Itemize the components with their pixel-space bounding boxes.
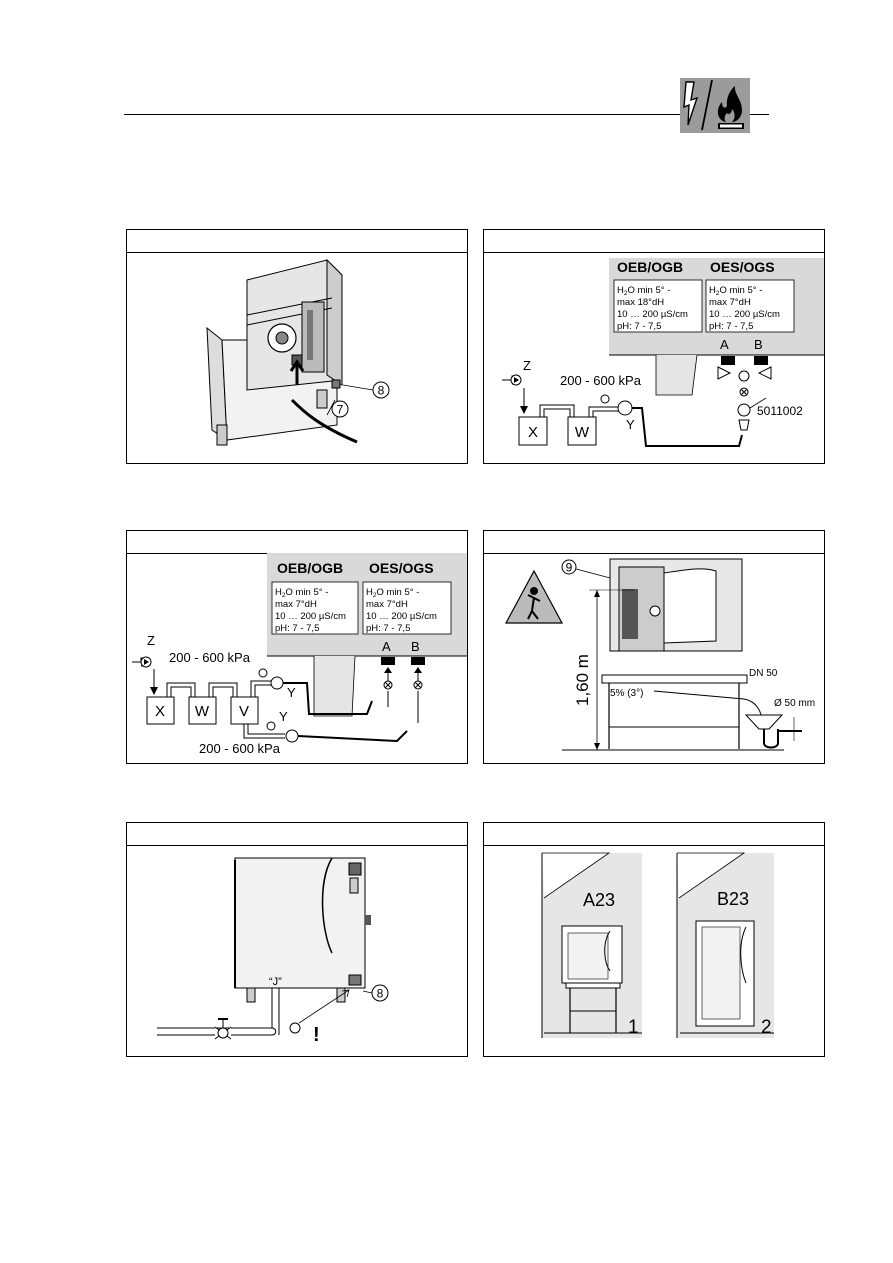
label-b: B <box>754 337 763 352</box>
warning-mark: ! <box>313 1024 320 1046</box>
spec-left-hardness-max: max 18°dH <box>617 297 664 308</box>
spec-left-conductivity: 10 … 200 µS/cm <box>617 309 688 320</box>
label-b: B <box>411 639 420 654</box>
label-y-top: Y <box>287 685 296 700</box>
panel-title-bar <box>484 252 824 254</box>
pressure-label: 200 - 600 kPa <box>560 373 642 388</box>
installation-height-diagram: 9 1,60 m 5% (3°) DN 50 Ø 50 mm <box>504 558 815 751</box>
callout-8: 8 <box>378 384 385 398</box>
dn-label: DN 50 <box>749 668 778 679</box>
box-v: V <box>239 703 249 720</box>
label-z: Z <box>523 358 531 373</box>
label-a23: A23 <box>583 890 615 910</box>
panel-title-bar <box>127 252 467 254</box>
column-header-left: OEB/OGB <box>617 259 683 275</box>
box-x: X <box>528 424 538 441</box>
panel-installation-variants: A23 1 B23 2 <box>483 822 825 1057</box>
spec-left-ph: pH: 7 - 7,5 <box>275 623 319 634</box>
spec-right-hardness-min: H2O min 5° - <box>366 587 419 599</box>
slope-label: 5% (3°) <box>610 688 643 699</box>
callout-7: 7 <box>337 403 344 417</box>
header-rule <box>124 114 769 115</box>
drain-connection-diagram: “J” 8 ! <box>157 857 389 1046</box>
spec-right-hardness-min: H2O min 5° - <box>709 285 762 297</box>
label-y-bottom: Y <box>279 709 288 724</box>
spec-right-conductivity: 10 … 200 µS/cm <box>709 309 780 320</box>
panel-title-bar <box>127 845 467 847</box>
panel-installation-height: 9 1,60 m 5% (3°) DN 50 Ø 50 mm <box>483 530 825 764</box>
panel-title-bar <box>484 553 824 555</box>
pressure-label-top: 200 - 600 kPa <box>169 650 251 665</box>
spec-right-ph: pH: 7 - 7,5 <box>709 321 753 332</box>
pressure-label-bottom: 200 - 600 kPa <box>199 741 281 756</box>
label-a: A <box>720 337 729 352</box>
panel-electrical-connection: 7 8 <box>126 229 468 464</box>
j-label: “J” <box>269 976 282 988</box>
panel-drain-connection: “J” 8 ! <box>126 822 468 1057</box>
spec-right-hardness-max: max 7°dH <box>709 297 751 308</box>
box-w: W <box>195 703 210 720</box>
column-header-left: OEB/OGB <box>277 560 343 576</box>
diameter-label: Ø 50 mm <box>774 698 815 709</box>
number-1: 1 <box>628 1017 639 1038</box>
dual-water-connection-diagram: OEB/OGB OES/OGS H2O min 5° - max 7°dH 10… <box>132 553 467 756</box>
spec-left-hardness-min: H2O min 5° - <box>617 285 670 297</box>
spec-right-hardness-max: max 7°dH <box>366 599 408 610</box>
number-2: 2 <box>761 1017 772 1038</box>
panel-water-connection-dual: OEB/OGB OES/OGS H2O min 5° - max 7°dH 10… <box>126 530 468 764</box>
box-w: W <box>575 424 590 441</box>
water-connection-diagram: OEB/OGB OES/OGS H2O min 5° - max 18°dH 1… <box>502 258 824 447</box>
height-label: 1,60 m <box>573 654 592 706</box>
callout-8: 8 <box>377 987 384 1001</box>
callout-9: 9 <box>566 561 573 575</box>
label-z: Z <box>147 633 155 648</box>
label-y: Y <box>626 417 635 432</box>
column-header-right: OES/OGS <box>710 259 775 275</box>
oven-electrical-illustration: 7 8 <box>206 258 390 446</box>
spec-left-hardness-min: H2O min 5° - <box>275 587 328 599</box>
spec-right-conductivity: 10 … 200 µS/cm <box>366 611 437 622</box>
spec-left-hardness-max: max 7°dH <box>275 599 317 610</box>
installation-variants-diagram: A23 1 B23 2 <box>541 852 774 1038</box>
spec-right-ph: pH: 7 - 7,5 <box>366 623 410 634</box>
part-number: 5011002 <box>757 404 803 418</box>
box-x: X <box>155 703 165 720</box>
electric-and-gas-icon <box>680 78 750 133</box>
label-b23: B23 <box>717 889 749 909</box>
spec-left-conductivity: 10 … 200 µS/cm <box>275 611 346 622</box>
label-a: A <box>382 639 391 654</box>
spec-left-ph: pH: 7 - 7,5 <box>617 321 661 332</box>
panel-title-bar <box>484 845 824 847</box>
column-header-right: OES/OGS <box>369 560 434 576</box>
panel-water-connection-single: OEB/OGB OES/OGS H2O min 5° - max 18°dH 1… <box>483 229 825 464</box>
